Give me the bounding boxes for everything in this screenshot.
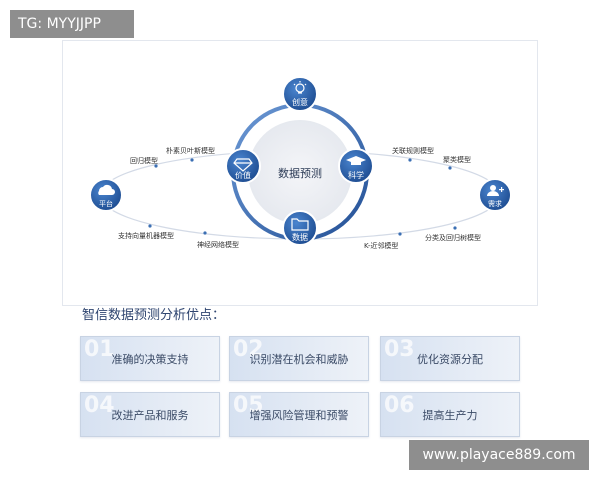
advantages-title: 智信数据预测分析优点：: [82, 308, 226, 323]
diamond-icon: [233, 158, 253, 172]
advantage-card: 01 准确的决策支持: [80, 336, 220, 381]
svg-text:需求: 需求: [488, 199, 502, 208]
svg-text:科学: 科学: [348, 170, 364, 180]
watermark-top-left: TG: MYYJJPP: [10, 10, 134, 38]
node-value: 价值: [225, 148, 261, 184]
card-number: 04: [84, 393, 115, 418]
svg-text:价值: 价值: [235, 170, 251, 180]
advantage-card: 06 提高生产力: [380, 392, 520, 437]
model-label-knn: K-近邻模型: [364, 241, 398, 250]
model-label-naive-bayes: 朴素贝叶斯模型: [166, 146, 215, 155]
advantage-card: 03 优化资源分配: [380, 336, 520, 381]
advantage-card: 05 增强风险管理和预警: [229, 392, 369, 437]
graduation-cap-icon: [346, 156, 366, 165]
card-label: 增强风险管理和预警: [249, 409, 349, 422]
watermark-bottom-right: www.playace889.com: [409, 440, 589, 470]
user-plus-icon: [487, 185, 504, 196]
node-demand: 需求: [478, 178, 512, 212]
lightbulb-icon: [293, 81, 307, 94]
model-label-regression: 回归模型: [130, 156, 158, 165]
card-number: 03: [384, 337, 415, 362]
model-label-classification-tree: 分类及回归树模型: [425, 233, 481, 242]
center-label: 数据预测: [278, 166, 322, 180]
node-creativity: 创意: [282, 76, 318, 112]
card-number: 02: [233, 337, 264, 362]
node-platform: 平台: [89, 178, 123, 212]
model-label-association-rules: 关联规则模型: [392, 146, 434, 155]
card-label: 准确的决策支持: [111, 353, 189, 366]
card-number: 01: [84, 337, 115, 362]
advantage-card: 04 改进产品和服务: [80, 392, 220, 437]
card-number: 05: [233, 393, 264, 418]
card-label: 改进产品和服务: [111, 409, 189, 422]
model-label-clustering: 聚类模型: [443, 155, 471, 164]
card-label: 优化资源分配: [417, 353, 483, 366]
card-number: 06: [384, 393, 415, 418]
folder-icon: [291, 218, 309, 231]
advantage-card: 02 识别潜在机会和威胁: [229, 336, 369, 381]
prediction-diagram: 数据预测 朴素贝叶斯模型 回归模型 支持向量机器模型 神经网络模型 关联规则模型…: [89, 76, 512, 250]
model-label-svm: 支持向量机器模型: [118, 231, 174, 240]
model-label-neural-network: 神经网络模型: [197, 240, 239, 249]
orbit-dots: [148, 158, 457, 236]
svg-text:数据: 数据: [292, 232, 308, 242]
svg-text:创意: 创意: [292, 97, 308, 107]
center-disk: [248, 120, 352, 224]
node-science: 科学: [338, 148, 374, 184]
card-label: 识别潜在机会和威胁: [249, 353, 349, 366]
card-label: 提高生产力: [422, 409, 478, 422]
svg-text:平台: 平台: [99, 199, 113, 208]
node-data: 数据: [282, 210, 318, 246]
cloud-upload-icon: [98, 184, 115, 195]
